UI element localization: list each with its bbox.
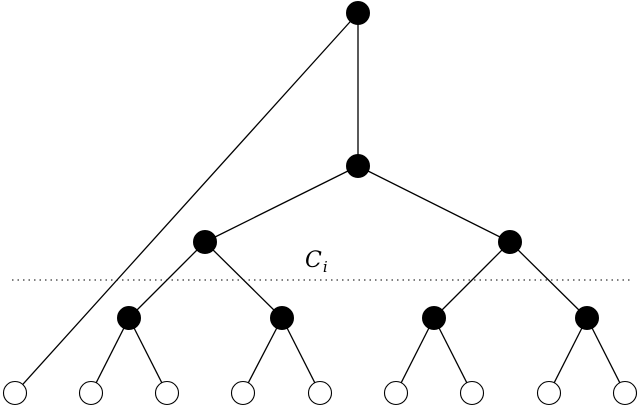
root-node — [346, 1, 370, 25]
edge-mid-right — [357, 165, 511, 243]
edge-ll-leaf1 — [90, 317, 130, 394]
mid-node — [346, 154, 370, 178]
leaf-node-4 — [230, 380, 256, 406]
cut-label: Ci — [305, 248, 328, 276]
edge-left-lr — [204, 241, 283, 319]
cut-label-main: C — [305, 248, 322, 273]
left-right-node — [270, 306, 294, 330]
left-left-node — [117, 306, 141, 330]
edge-lr-leaf1 — [242, 317, 283, 394]
edge-lr-leaf2 — [281, 317, 321, 394]
edge-ll-leaf2 — [128, 317, 168, 394]
right-node — [498, 230, 522, 254]
leaf-node-9 — [612, 380, 638, 406]
right-right-node — [575, 306, 599, 330]
right-left-node — [422, 306, 446, 330]
edge-rr-leaf2 — [586, 317, 626, 394]
edge-left-ll — [128, 241, 206, 319]
left-node — [193, 230, 217, 254]
leaf-nodes — [2, 380, 638, 406]
leaf-node-8 — [536, 380, 562, 406]
edges — [14, 12, 626, 394]
cut-label-subscript: i — [323, 258, 328, 276]
leaf-node-5 — [307, 380, 333, 406]
edge-right-rl — [433, 241, 511, 319]
edge-right-rr — [509, 241, 588, 319]
edge-rr-leaf1 — [548, 317, 588, 394]
edge-root-left-leaf — [14, 12, 359, 394]
leaf-node-6 — [383, 380, 409, 406]
edge-rl-leaf2 — [433, 317, 473, 394]
leaf-node-3 — [154, 380, 180, 406]
internal-nodes — [117, 1, 599, 330]
leaf-node-7 — [459, 380, 485, 406]
leaf-node-2 — [78, 380, 104, 406]
edge-mid-left — [204, 165, 359, 243]
edge-rl-leaf1 — [395, 317, 435, 394]
leaf-node-1 — [2, 380, 28, 406]
